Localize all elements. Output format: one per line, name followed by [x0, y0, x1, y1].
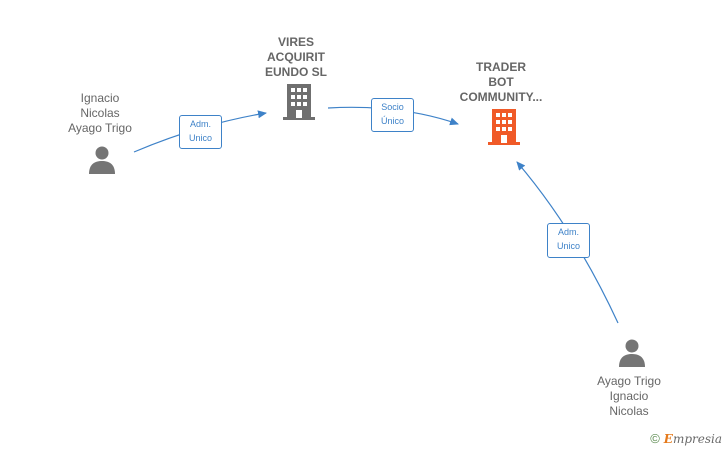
building-icon[interactable]: [283, 84, 315, 120]
person-icon[interactable]: [87, 145, 117, 175]
brand-logo: Empresia: [663, 431, 722, 446]
empresia-watermark: © Empresia: [650, 431, 722, 446]
person-right-name: Ayago Trigo Ignacio Nicolas: [597, 374, 661, 418]
edge-label-adm-unico-right[interactable]: Adm. Unico: [547, 223, 590, 258]
building-icon[interactable]: [488, 109, 520, 145]
copyright-icon: ©: [650, 431, 660, 446]
company-trader-name: TRADER BOT COMMUNITY...: [459, 60, 543, 104]
edge-label-adm-unico-left[interactable]: Adm. Unico: [179, 115, 222, 149]
company-vires-name: VIRES ACQUIRIT EUNDO SL: [264, 35, 327, 79]
person-icon[interactable]: [617, 338, 647, 368]
person-left-name: Ignacio Nicolas Ayago Trigo: [68, 91, 132, 135]
edge-label-socio-unico[interactable]: Socio Único: [371, 98, 414, 132]
